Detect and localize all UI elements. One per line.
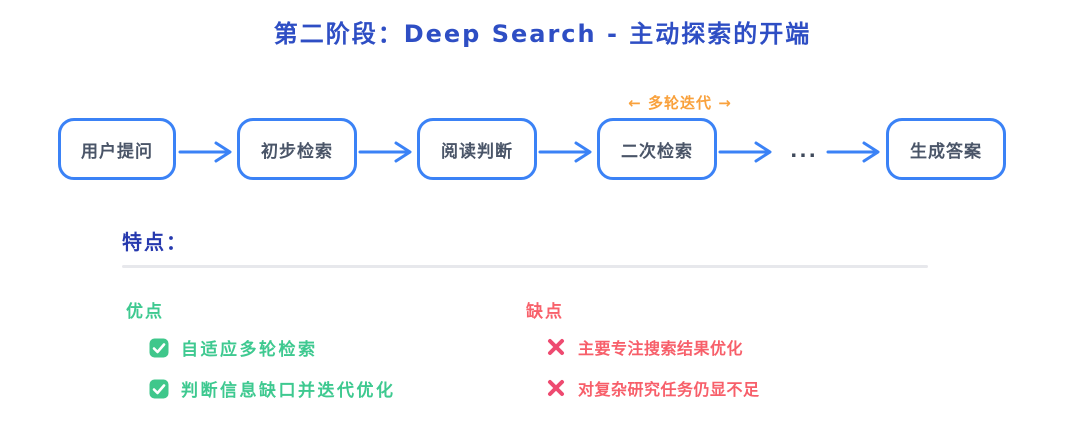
flow-node-label: 生成答案 <box>910 141 982 162</box>
arrow-right-icon <box>178 141 232 163</box>
x-icon <box>546 337 566 357</box>
check-icon <box>149 379 169 399</box>
flow-node-label: 用户提问 <box>81 141 153 162</box>
flow-node-label: 二次检索 <box>621 141 693 162</box>
con-item: 对复杂研究任务仍显不足 <box>546 376 760 400</box>
page-title: 第二阶段：Deep Search - 主动探索的开端 <box>273 20 812 48</box>
x-icon <box>546 378 566 398</box>
features-heading: 特点： <box>122 230 188 254</box>
arrow-right-icon <box>718 141 772 163</box>
con-item-label: 主要专注搜索结果优化 <box>578 339 744 358</box>
arrow-right-icon <box>826 141 880 163</box>
iteration-range-label: ← 多轮迭代 → <box>628 94 732 112</box>
pro-item: 自适应多轮检索 <box>149 335 318 360</box>
flow-node-label: 初步检索 <box>261 141 333 162</box>
flow-node-read-judge: 阅读判断 <box>417 118 537 180</box>
flow-node-second-retrieval: 二次检索 <box>597 118 717 180</box>
flow-node-generate-answer: 生成答案 <box>886 118 1006 180</box>
pro-item-label: 判断信息缺口并迭代优化 <box>181 381 396 401</box>
cons-heading: 缺点 <box>526 302 564 322</box>
arrow-right-icon <box>538 141 592 163</box>
pro-item: 判断信息缺口并迭代优化 <box>149 376 396 401</box>
check-icon <box>149 338 169 358</box>
arrow-right-icon <box>358 141 412 163</box>
con-item-label: 对复杂研究任务仍显不足 <box>578 380 760 399</box>
pros-heading: 优点 <box>126 302 164 322</box>
flow-ellipsis: ... <box>790 140 818 162</box>
flow-node-user-question: 用户提问 <box>58 118 176 180</box>
pro-item-label: 自适应多轮检索 <box>181 340 318 360</box>
flow-node-label: 阅读判断 <box>441 141 513 162</box>
section-divider <box>122 265 928 268</box>
flow-node-initial-retrieval: 初步检索 <box>237 118 357 180</box>
con-item: 主要专注搜索结果优化 <box>546 335 743 359</box>
